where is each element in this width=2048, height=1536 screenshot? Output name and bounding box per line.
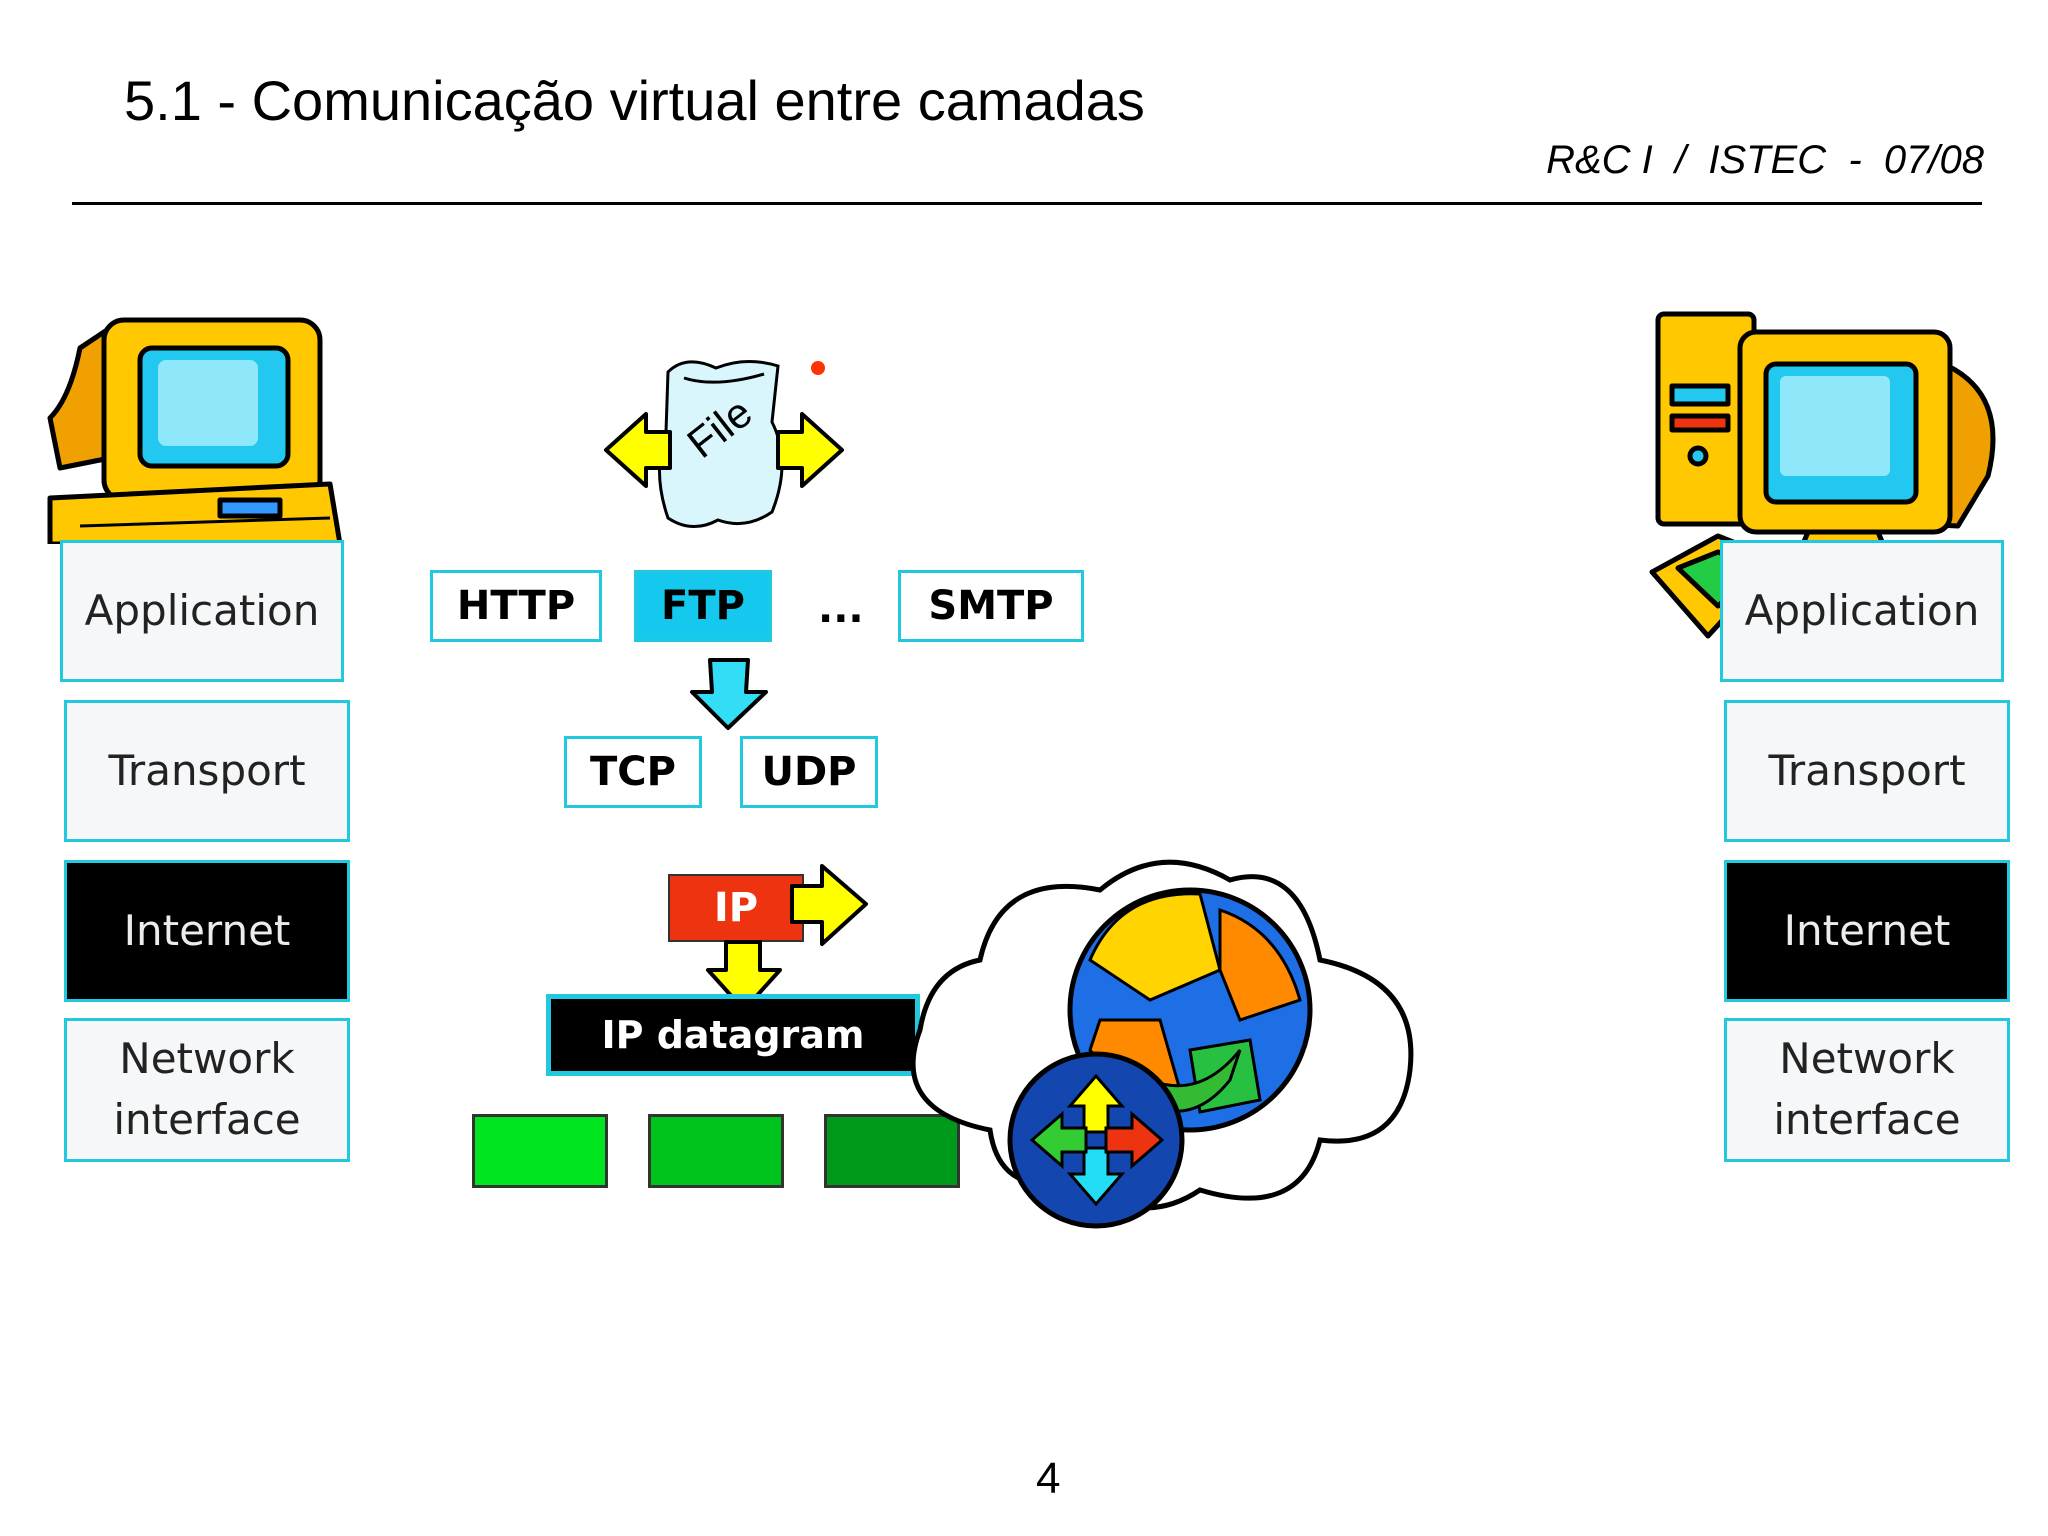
tcp-protocol-box: TCP <box>564 736 702 808</box>
frame-block-3 <box>824 1114 960 1188</box>
right-network-label-line1: Network <box>1779 1034 1955 1084</box>
file-document-icon <box>604 359 844 528</box>
left-network-label-line1: Network <box>119 1034 295 1084</box>
ftp-protocol-box: FTP <box>634 570 772 642</box>
right-computer-icon <box>1649 311 1996 639</box>
frame-block-2 <box>648 1114 784 1188</box>
smtp-protocol-box: SMTP <box>898 570 1084 642</box>
right-network-label-line2: interface <box>1773 1095 1961 1144</box>
right-yellow-arrow-icon <box>776 412 844 488</box>
right-arrow-yellow-icon <box>790 864 868 946</box>
left-transport-layer: Transport <box>64 700 350 842</box>
left-internet-layer: Internet <box>64 860 350 1002</box>
right-network-interface-layer: Network interface <box>1724 1018 2010 1162</box>
left-network-label-line2: interface <box>113 1095 301 1144</box>
red-dot-icon <box>811 361 825 375</box>
right-internet-layer: Internet <box>1724 860 2010 1002</box>
down-arrow-yellow-icon <box>706 940 782 1012</box>
title-divider <box>72 202 1982 205</box>
page-number: 4 <box>1036 1454 1061 1503</box>
internet-cloud-icon <box>910 859 1414 1229</box>
left-computer-icon <box>47 317 343 544</box>
right-transport-layer: Transport <box>1724 700 2010 842</box>
left-application-layer: Application <box>60 540 344 682</box>
ip-protocol-box: IP <box>668 874 804 942</box>
http-protocol-box: HTTP <box>430 570 602 642</box>
udp-protocol-box: UDP <box>740 736 878 808</box>
slide-title: 5.1 - Comunicação virtual entre camadas <box>124 69 1145 132</box>
right-application-layer: Application <box>1720 540 2004 682</box>
ip-datagram-box: IP datagram <box>546 994 920 1076</box>
down-arrow-cyan-icon <box>690 658 768 730</box>
left-yellow-arrow-icon <box>604 412 672 488</box>
protocol-ellipsis: ... <box>818 586 864 632</box>
router-icon <box>1007 1051 1185 1229</box>
left-network-interface-layer: Network interface <box>64 1018 350 1162</box>
course-tag: R&C I / ISTEC - 07/08 <box>1546 138 1984 182</box>
frame-block-1 <box>472 1114 608 1188</box>
